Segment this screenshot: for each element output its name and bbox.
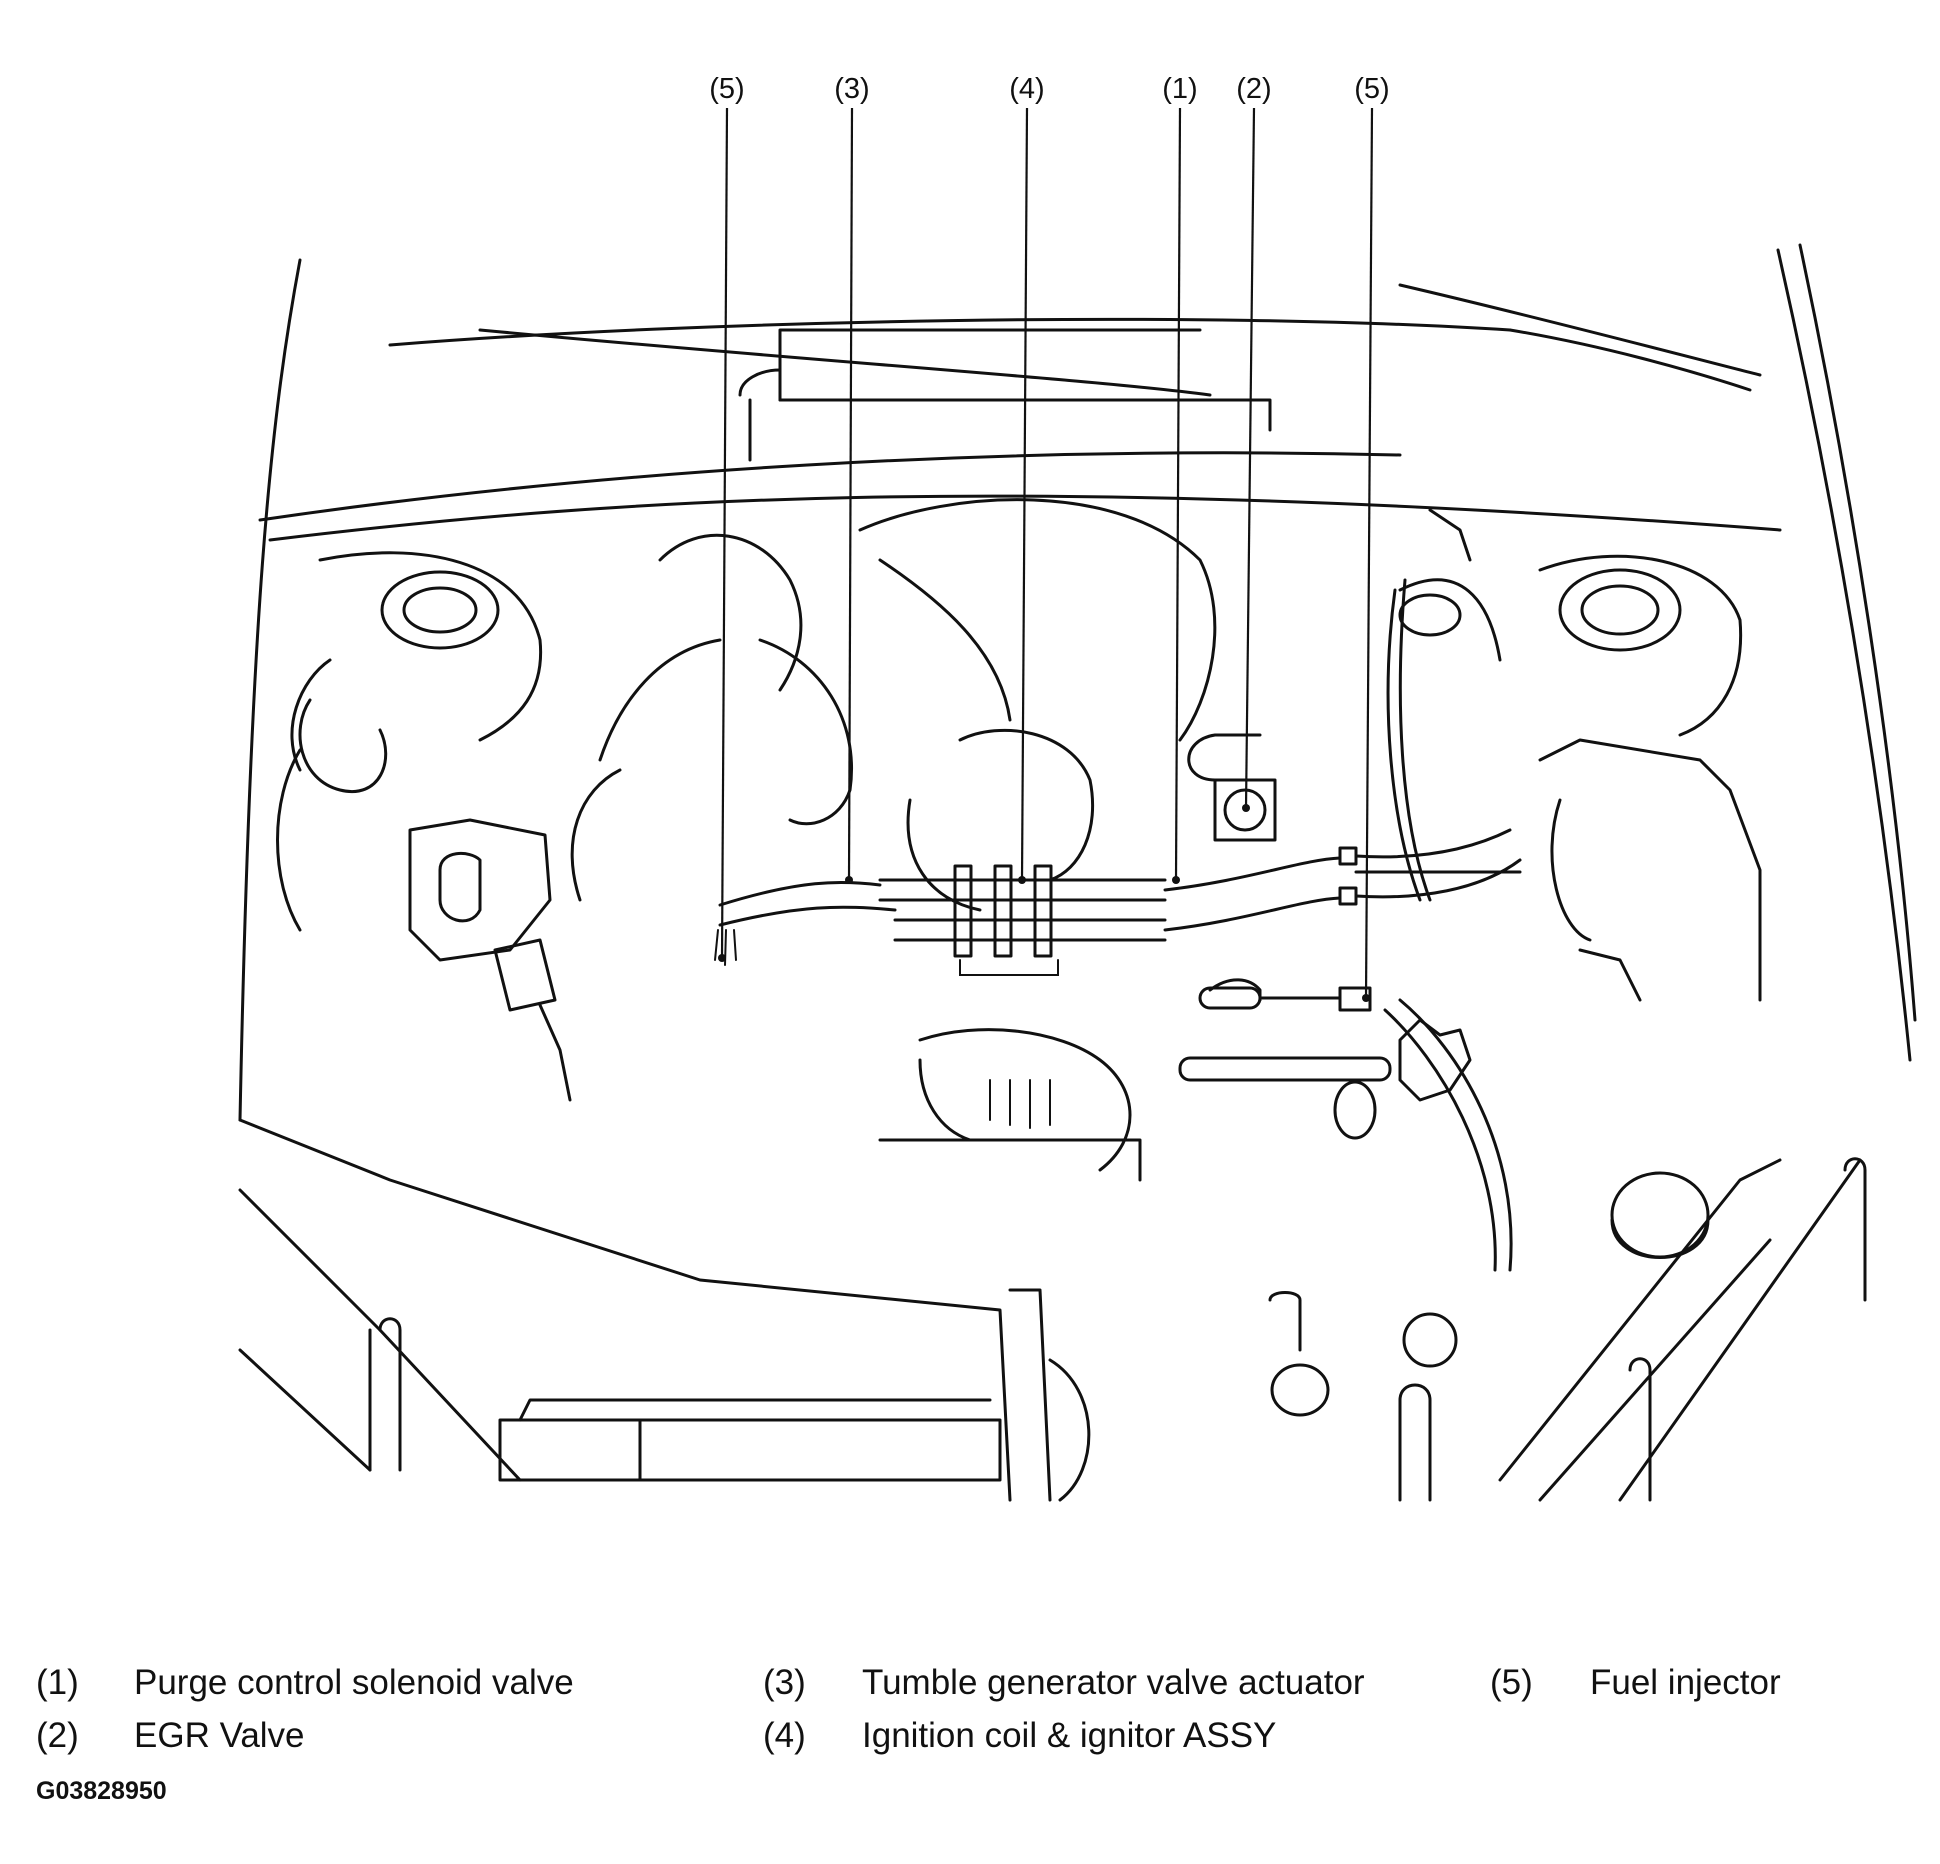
figure-code: G03828950 xyxy=(36,1777,167,1805)
callout-5-left: (5) xyxy=(709,73,745,105)
callout-3: (3) xyxy=(834,73,870,105)
legend-text-4: Ignition coil & ignitor ASSY xyxy=(862,1716,1277,1755)
engine-line-drawing xyxy=(238,107,1917,1502)
legend-text-1: Purge control solenoid valve xyxy=(134,1663,574,1702)
callout-2: (2) xyxy=(1236,73,1272,105)
legend-text-5: Fuel injector xyxy=(1590,1663,1781,1702)
engine-compartment-diagram: (5) (3) (4) (1) (2) (5) xyxy=(238,73,1917,1502)
legend-num-5: (5) xyxy=(1490,1663,1533,1702)
legend-text-3: Tumble generator valve actuator xyxy=(862,1663,1365,1702)
legend-num-1: (1) xyxy=(36,1663,79,1702)
legend-num-2: (2) xyxy=(36,1716,79,1755)
legend-text-2: EGR Valve xyxy=(134,1716,305,1755)
callout-1: (1) xyxy=(1162,73,1198,105)
callout-5-right: (5) xyxy=(1354,73,1390,105)
legend-num-3: (3) xyxy=(763,1663,806,1702)
legend-num-4: (4) xyxy=(763,1716,806,1755)
callout-4: (4) xyxy=(1009,73,1045,105)
